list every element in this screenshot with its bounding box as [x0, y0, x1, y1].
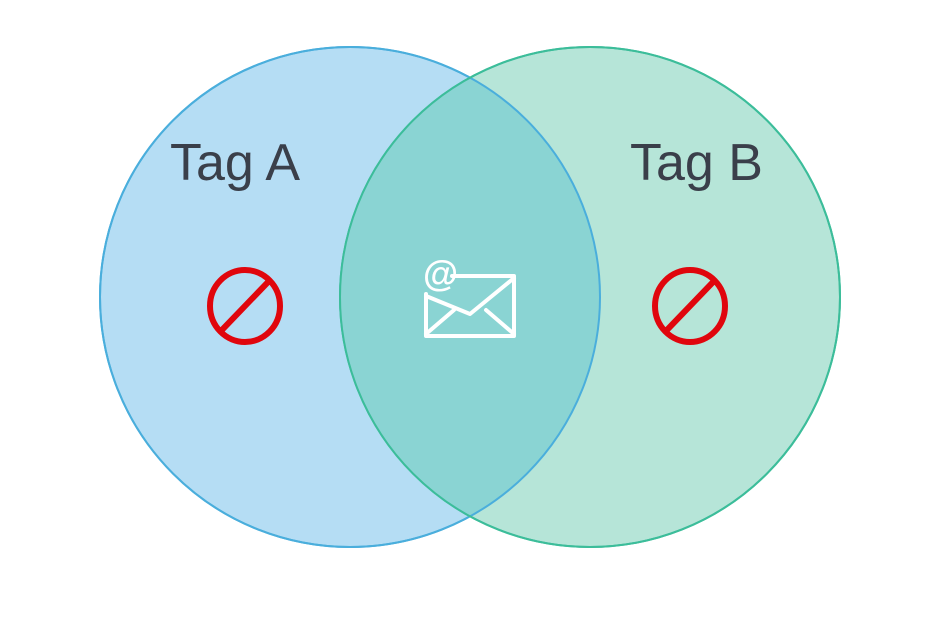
set-b-label: Tag B [630, 134, 763, 192]
set-a-outline [99, 46, 601, 548]
set-a-label: Tag A [170, 134, 300, 192]
prohibited-icon [207, 267, 283, 345]
intersection-region [340, 47, 600, 547]
at-sign-glyph: @ [423, 253, 458, 294]
prohibited-icon [652, 267, 728, 345]
email-icon: @ [423, 253, 516, 338]
set-b-outline [339, 46, 841, 548]
